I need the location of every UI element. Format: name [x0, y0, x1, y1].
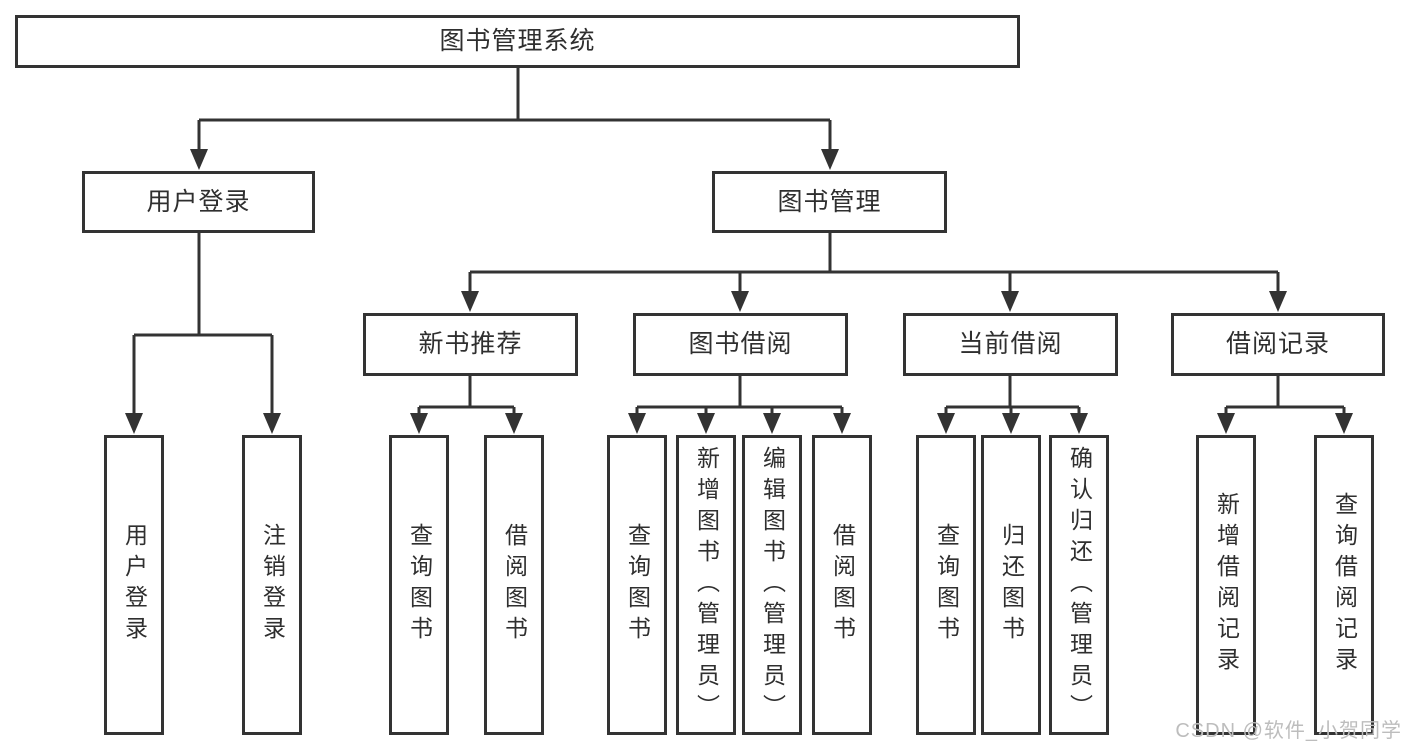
- leaf-edit-book-admin: 编辑图书（管理员）: [742, 435, 802, 735]
- node-label: 图书借阅: [688, 330, 793, 358]
- node-borrowing-records: 借阅记录: [1171, 313, 1385, 376]
- leaf-query-borrow-record: 查询借阅记录: [1314, 435, 1374, 735]
- node-label: 编辑图书（管理员）: [759, 445, 786, 725]
- leaf-add-borrow-record: 新增借阅记录: [1196, 435, 1256, 735]
- node-new-book-recommendation: 新书推荐: [363, 313, 578, 376]
- leaf-logout: 注销登录: [242, 435, 302, 735]
- leaf-borrow-books-1: 借阅图书: [484, 435, 544, 735]
- node-library-management-system: 图书管理系统: [15, 15, 1020, 68]
- node-current-borrowing: 当前借阅: [903, 313, 1118, 376]
- leaf-return-book: 归还图书: [981, 435, 1041, 735]
- leaf-confirm-return-admin: 确认归还（管理员）: [1049, 435, 1109, 735]
- leaf-add-book-admin: 新增图书（管理员）: [676, 435, 736, 735]
- watermark: CSDN @软件_小贺同学: [1175, 720, 1402, 742]
- leaf-query-books-3: 查询图书: [916, 435, 976, 735]
- leaf-query-books-2: 查询图书: [607, 435, 667, 735]
- leaf-query-books-1: 查询图书: [389, 435, 449, 735]
- node-book-borrowing: 图书借阅: [633, 313, 848, 376]
- node-label: 当前借阅: [958, 330, 1063, 358]
- node-label: 用户登录: [121, 523, 148, 647]
- node-label: 图书管理: [777, 187, 882, 216]
- node-label: 查询借阅记录: [1331, 492, 1358, 678]
- node-label: 新增借阅记录: [1213, 492, 1240, 678]
- node-label: 借阅记录: [1225, 330, 1330, 358]
- node-label: 新增图书（管理员）: [693, 445, 720, 725]
- node-label: 新书推荐: [418, 330, 523, 358]
- node-label: 确认归还（管理员）: [1066, 445, 1093, 725]
- node-label: 借阅图书: [501, 523, 528, 647]
- node-label: 用户登录: [146, 187, 251, 216]
- arrowhead-icons: [125, 149, 1353, 434]
- node-label: 查询图书: [624, 523, 651, 647]
- node-label: 查询图书: [933, 523, 960, 647]
- node-label: 归还图书: [998, 523, 1025, 647]
- node-book-management: 图书管理: [712, 171, 947, 233]
- node-user-login: 用户登录: [82, 171, 315, 233]
- node-label: 查询图书: [406, 523, 433, 647]
- leaf-user-login: 用户登录: [104, 435, 164, 735]
- leaf-borrow-books-2: 借阅图书: [812, 435, 872, 735]
- node-label: 图书管理系统: [439, 27, 596, 55]
- node-label: 注销登录: [259, 523, 286, 647]
- node-label: 借阅图书: [829, 523, 856, 647]
